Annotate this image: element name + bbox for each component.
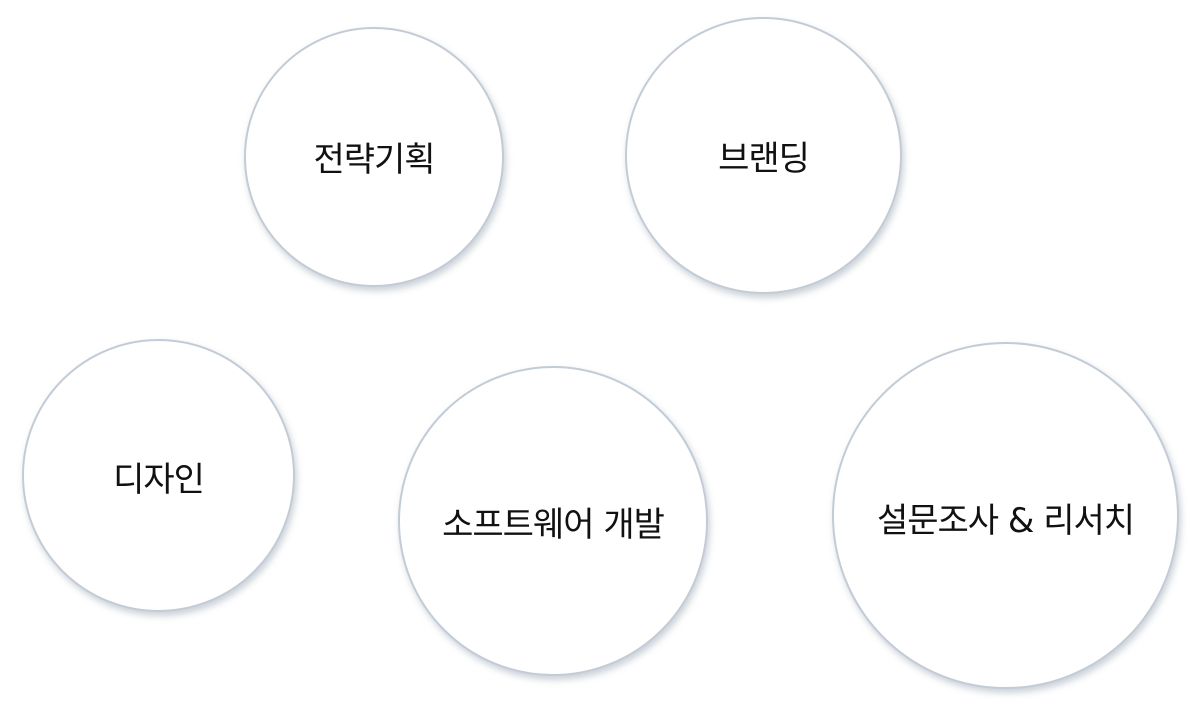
service-label-survey: 설문조사 & 리서치	[876, 500, 1135, 541]
service-bubble-design: 디자인	[22, 339, 295, 612]
service-bubble-strategy: 전략기획	[244, 27, 504, 287]
service-label-branding: 브랜딩	[718, 138, 810, 179]
service-label-software: 소프트웨어 개발	[442, 505, 665, 545]
service-label-design: 디자인	[113, 459, 205, 500]
service-bubble-survey: 설문조사 & 리서치	[832, 342, 1179, 689]
service-label-strategy: 전략기획	[313, 140, 435, 180]
service-bubble-branding: 브랜딩	[625, 17, 902, 294]
service-bubble-software: 소프트웨어 개발	[398, 366, 708, 676]
